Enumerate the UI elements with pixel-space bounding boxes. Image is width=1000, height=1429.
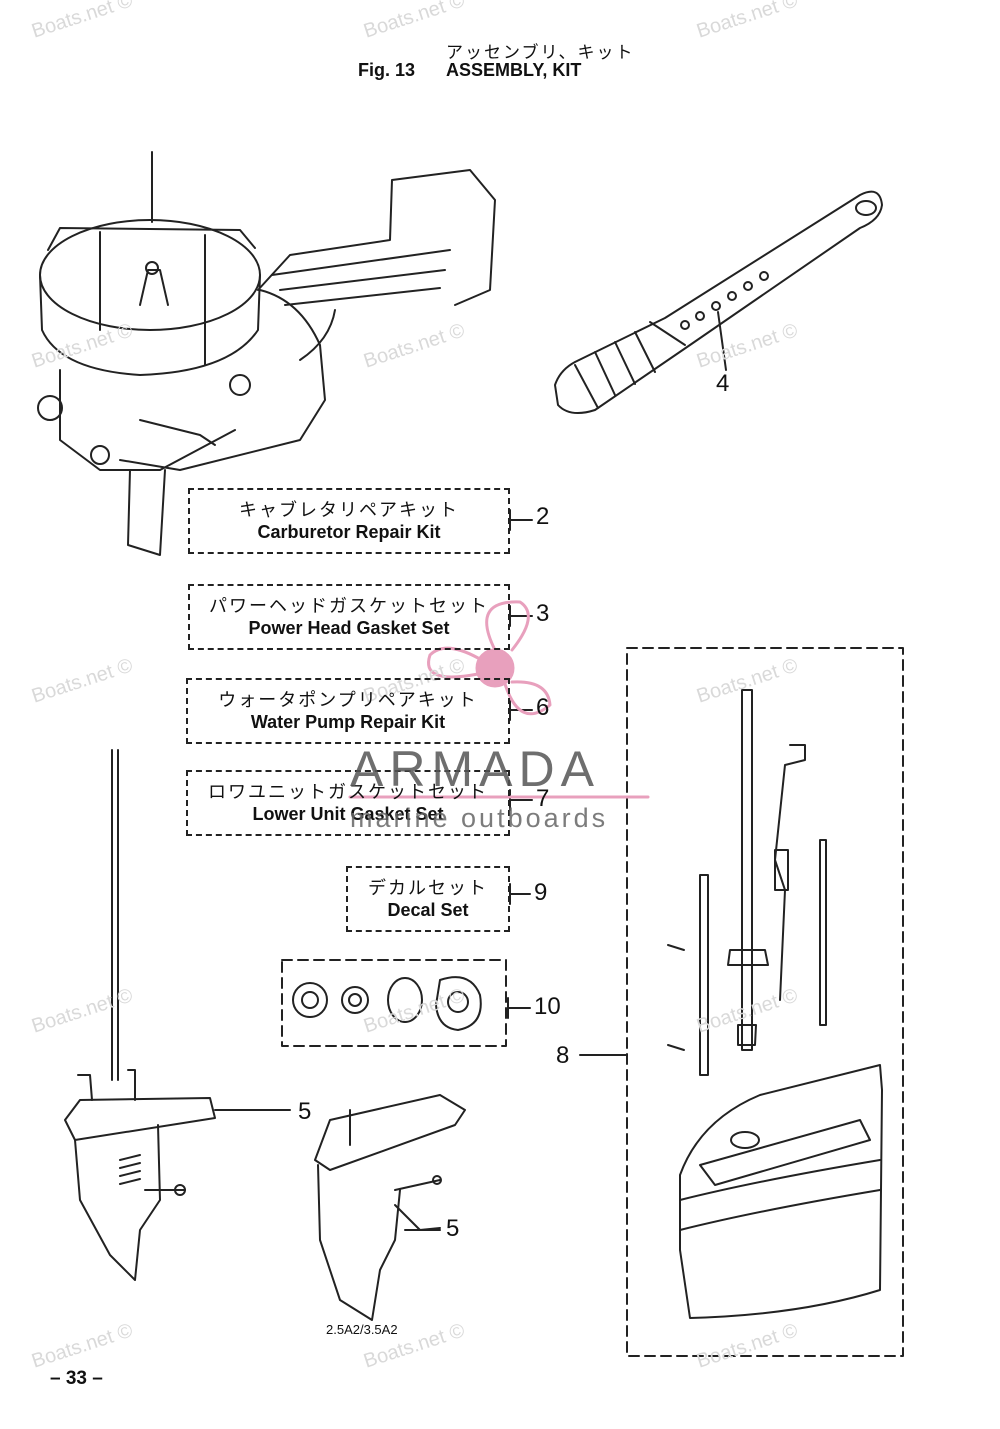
callout-7: 7 (536, 785, 550, 812)
callout-8: 8 (556, 1042, 570, 1069)
figure-title: ASSEMBLY, KIT (446, 60, 582, 80)
armada-logo-tagline: marine outboards (350, 803, 609, 833)
kit-label: Decal Set (387, 900, 469, 920)
kit-label: Power Head Gasket Set (248, 618, 450, 638)
kit-label-japanese: ロワユニットガスケットセット (208, 782, 488, 803)
kit-label-japanese: デカルセット (368, 878, 488, 899)
callout-5-right: 5 (446, 1215, 460, 1242)
kit-label: Lower Unit Gasket Set (252, 804, 444, 824)
kit-label-japanese: ウォータポンプリペアキット (218, 690, 478, 711)
power-head-assembly (37, 151, 496, 556)
kit-box-decal: デカルセット Decal Set (346, 866, 510, 932)
kit-label-japanese: パワーヘッドガスケットセット (209, 596, 489, 617)
kit-box-carburetor: キャブレタリペアキット Carburetor Repair Kit (188, 488, 510, 554)
callout-6: 6 (536, 694, 550, 721)
callout-4: 4 (716, 370, 730, 397)
callout-10: 10 (534, 993, 561, 1020)
figure-title-japanese: アッセンブリ、キット (446, 43, 635, 63)
kit-label: Water Pump Repair Kit (250, 712, 446, 732)
page-number: – 33 – (50, 1368, 103, 1389)
callout-3: 3 (536, 600, 550, 627)
lower-unit-right (314, 1094, 466, 1321)
callout-2: 2 (536, 503, 550, 530)
kit-box-power-head-gasket: パワーヘッドガスケットセット Power Head Gasket Set (188, 584, 510, 650)
kit-label-japanese: キャブレタリペアキット (239, 500, 459, 521)
armada-logo-text: ARMADA (350, 741, 600, 797)
figure-number: Fig. 13 (358, 60, 416, 80)
kit-label: Carburetor Repair Kit (257, 522, 441, 542)
kit-box-lower-unit-gasket: ロワユニットガスケットセット Lower Unit Gasket Set (186, 770, 510, 836)
armada-logo-propeller (348, 600, 650, 799)
drive-shaft-kit (579, 647, 904, 1357)
tiller-handle (554, 190, 883, 415)
callout-9: 9 (534, 879, 548, 906)
callout-5-left: 5 (298, 1098, 312, 1125)
kit-10-parts (281, 959, 507, 1047)
lower-unit-left (64, 749, 291, 1281)
kit-box-water-pump: ウォータポンプリペアキット Water Pump Repair Kit (186, 678, 510, 744)
model-label: 2.5A2/3.5A2 (326, 1322, 398, 1337)
